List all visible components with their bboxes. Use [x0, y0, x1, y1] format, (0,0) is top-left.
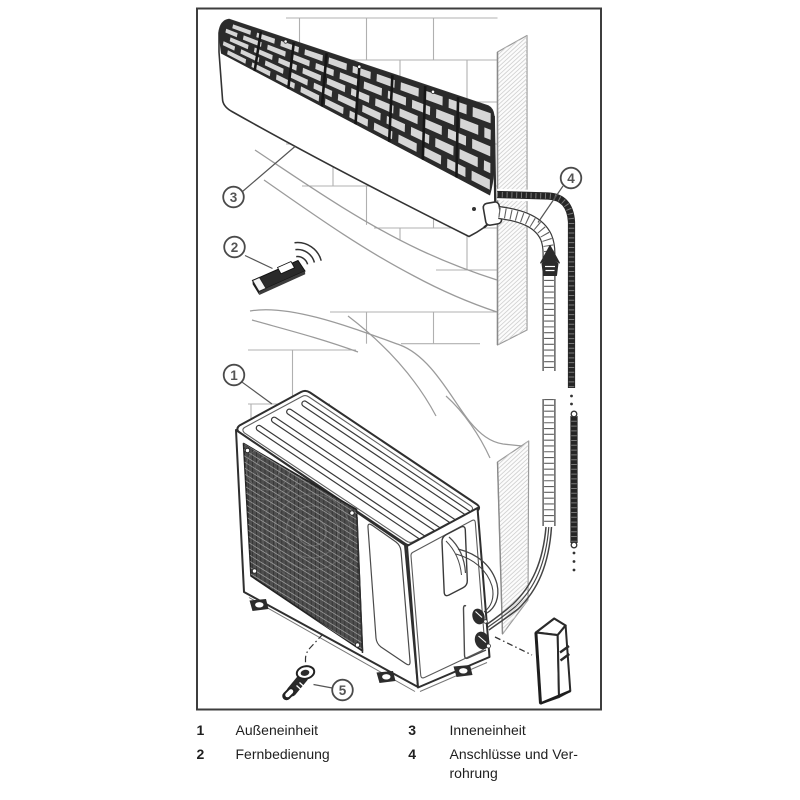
- svg-text:2: 2: [197, 746, 205, 762]
- svg-text:3: 3: [230, 190, 238, 205]
- svg-text:3: 3: [408, 722, 416, 738]
- svg-text:Fernbedienung: Fernbedienung: [236, 746, 330, 762]
- svg-text:1: 1: [230, 368, 238, 383]
- svg-text:Außeneinheit: Außeneinheit: [236, 722, 319, 738]
- svg-text:rohrung: rohrung: [450, 765, 498, 781]
- svg-text:5: 5: [339, 683, 347, 698]
- svg-text:Inneneinheit: Inneneinheit: [450, 722, 526, 738]
- svg-text:1: 1: [197, 722, 205, 738]
- svg-text:4: 4: [567, 171, 575, 186]
- svg-text:2: 2: [231, 240, 239, 255]
- svg-text:4: 4: [408, 746, 416, 762]
- svg-text:Anschlüsse und Ver-: Anschlüsse und Ver-: [450, 746, 579, 762]
